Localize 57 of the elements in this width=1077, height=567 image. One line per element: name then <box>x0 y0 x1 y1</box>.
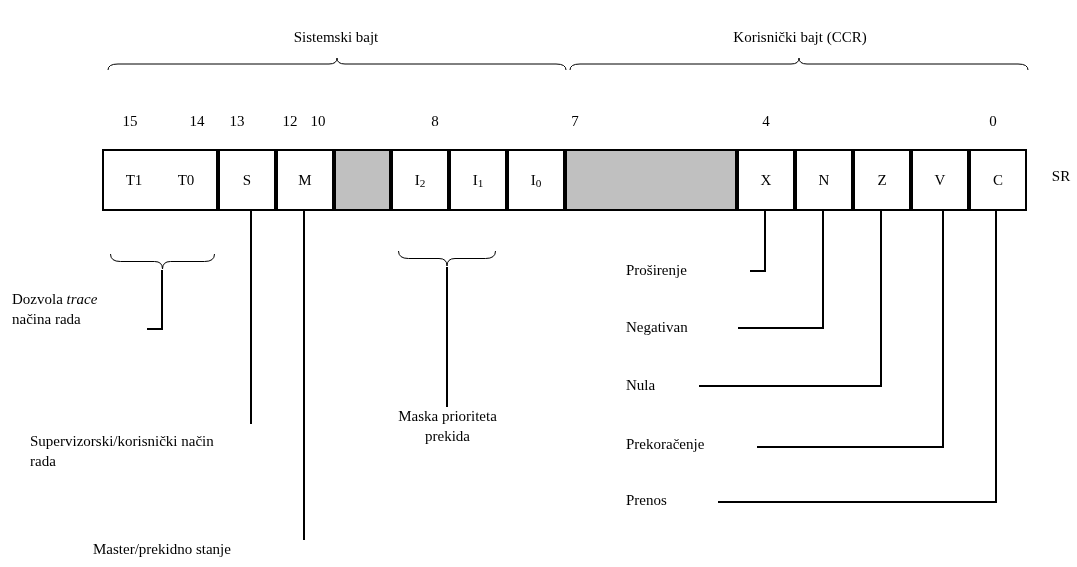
bit-field <box>853 149 911 211</box>
bit-name: X <box>760 172 772 188</box>
bit-field <box>276 149 334 211</box>
register-name: SR <box>1050 169 1072 184</box>
brace <box>398 250 496 267</box>
bit-name: I$_{0}$ <box>530 172 542 188</box>
annotation-text: Prekoračenje <box>626 435 705 455</box>
leader-line <box>250 210 252 425</box>
bit-field <box>102 149 218 211</box>
bit-name: C <box>993 172 1003 188</box>
bit-field <box>795 149 853 211</box>
leader-line <box>756 210 944 448</box>
annotation-text: Negativan <box>626 318 688 338</box>
bit-number: 7 <box>570 114 580 129</box>
brace <box>110 253 215 270</box>
annotation-text: Dozvola trace načina rada <box>12 290 99 329</box>
reserved-bit-field <box>334 149 391 211</box>
bit-name: I$_{1}$ <box>472 172 484 188</box>
bit-field <box>391 149 449 211</box>
leader-line <box>303 210 305 541</box>
bit-field <box>969 149 1027 211</box>
annotation-text: Nula <box>626 376 656 396</box>
bit-name: T1 <box>125 172 143 188</box>
bit-number: 10 <box>309 114 327 129</box>
bit-name: Z <box>877 172 887 188</box>
byte-label: Korisnički bajt (CCR) <box>732 30 868 45</box>
bit-name: V <box>934 172 946 188</box>
bit-number: 12 <box>281 114 299 129</box>
annotation-text: Prenos <box>626 491 667 511</box>
bit-name: T0 <box>177 172 195 188</box>
leader-line <box>737 210 824 329</box>
bit-number: 8 <box>430 114 440 129</box>
leader-line <box>698 210 882 387</box>
bit-name: M <box>298 172 312 188</box>
bit-field <box>911 149 969 211</box>
annotation-text: Master/prekidno stanje <box>93 540 231 559</box>
bit-number: 0 <box>988 114 998 129</box>
bit-number: 4 <box>761 114 771 129</box>
bit-name: S <box>242 172 252 188</box>
annotation-text: Proširenje <box>626 261 687 281</box>
bit-name: I$_{2}$ <box>414 172 426 188</box>
bit-number: 14 <box>188 114 206 129</box>
leader-line <box>446 266 448 408</box>
bit-field <box>737 149 795 211</box>
bit-name: N <box>818 172 830 188</box>
leader-line <box>749 210 766 272</box>
bit-field <box>218 149 276 211</box>
byte-label: Sistemski bajt <box>292 30 380 45</box>
annotation-text: Maska prioriteta prekida <box>397 407 498 446</box>
annotation-text: Supervizorski/korisnički način rada <box>30 432 215 471</box>
bit-field <box>449 149 507 211</box>
leader-line <box>717 210 997 503</box>
bit-field <box>507 149 565 211</box>
bit-number: 13 <box>228 114 246 129</box>
bit-number: 15 <box>121 114 139 129</box>
leader-line <box>146 269 163 330</box>
reserved-bit-field <box>565 149 737 211</box>
